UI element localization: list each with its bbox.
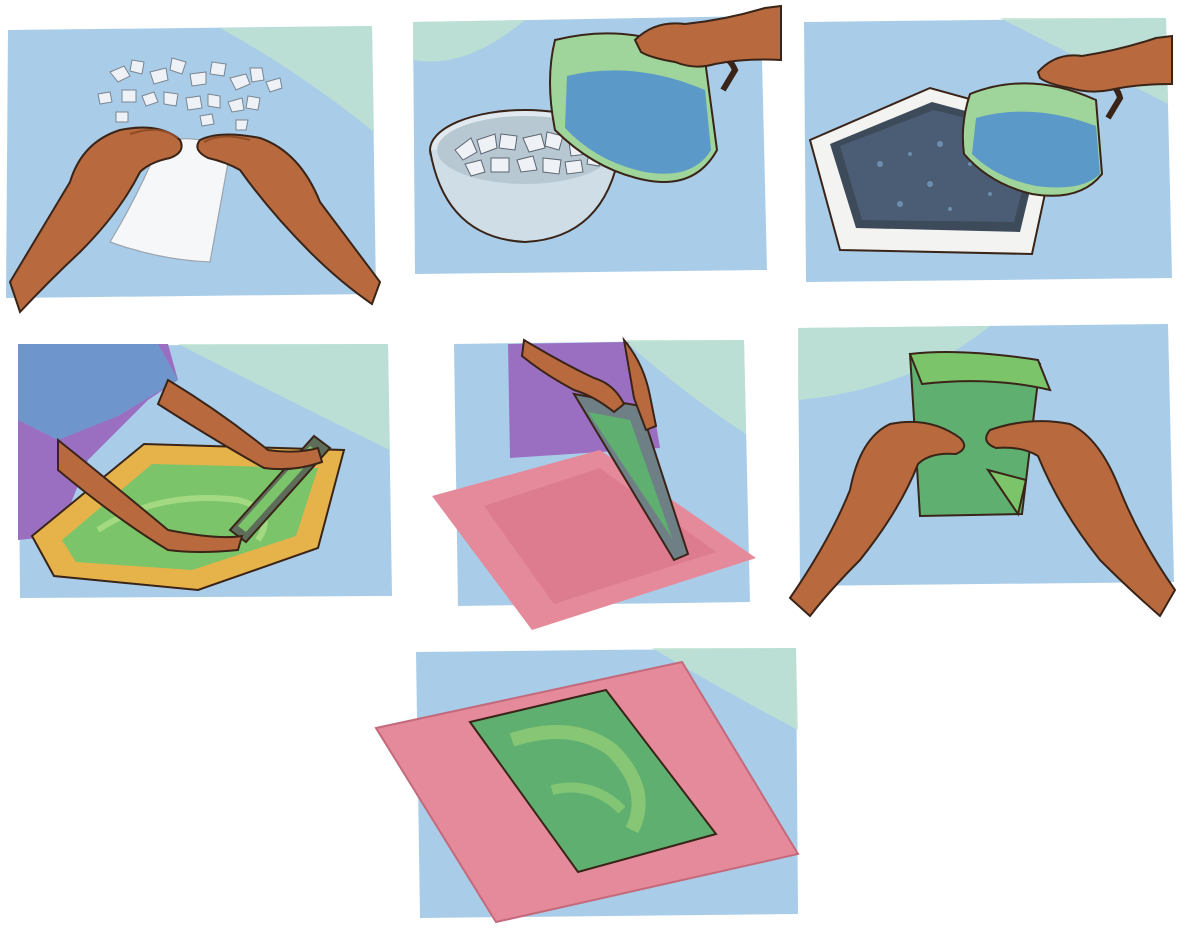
pouring-water-dish-illustration xyxy=(800,14,1176,286)
panel-peeling-paper xyxy=(790,320,1175,620)
tearing-paper-illustration xyxy=(0,12,390,312)
panel-tearing-paper xyxy=(0,12,390,312)
peeling-paper-illustration xyxy=(790,320,1175,620)
panel-pouring-water-dish xyxy=(800,14,1176,286)
panel-dipping-frame xyxy=(18,340,394,602)
frame-on-felt-illustration xyxy=(424,334,764,630)
pouring-hand xyxy=(635,6,781,67)
pouring-water-bowl-illustration xyxy=(405,0,785,290)
panel-frame-on-felt xyxy=(424,334,764,630)
panel-pouring-water-bowl xyxy=(405,0,785,290)
dipping-frame-illustration xyxy=(18,340,394,602)
panel-drying-sheet xyxy=(372,640,802,930)
drying-sheet-illustration xyxy=(372,640,802,930)
